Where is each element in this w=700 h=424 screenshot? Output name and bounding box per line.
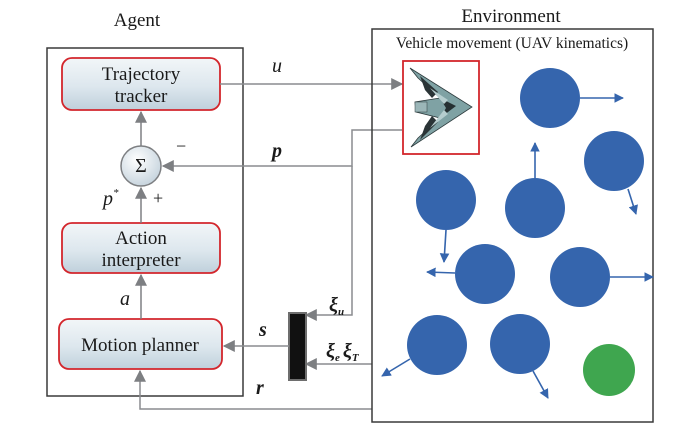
trajectory-tracker-label-line2: tracker bbox=[115, 86, 168, 107]
obstacle-2 bbox=[584, 131, 644, 191]
plus-sign: + bbox=[153, 188, 163, 208]
environment-title: Environment bbox=[461, 6, 561, 27]
r-label: r bbox=[256, 377, 264, 399]
obstacle-8-velocity-arrow bbox=[532, 370, 549, 399]
obstacle-7 bbox=[407, 315, 467, 375]
obstacles-layer bbox=[381, 68, 654, 399]
arrow-r-reward bbox=[134, 369, 372, 410]
p-label: p bbox=[270, 140, 282, 162]
sum-junction[interactable]: Σ bbox=[120, 145, 162, 187]
obstacle-4-velocity-arrow bbox=[439, 229, 450, 263]
action-interpreter-block[interactable]: Action interpreter bbox=[61, 222, 221, 274]
u-label: u bbox=[272, 55, 282, 77]
p-star-label: p* bbox=[101, 187, 119, 210]
environment-frame bbox=[371, 28, 654, 423]
xi-u-label: ξu bbox=[329, 294, 344, 318]
obstacle-7-velocity-arrow bbox=[381, 358, 411, 377]
arrow-xi-u bbox=[304, 166, 353, 321]
goal-target bbox=[583, 344, 635, 396]
obstacle-3 bbox=[505, 178, 565, 238]
agent-frame bbox=[46, 47, 244, 397]
s-label: s bbox=[258, 319, 267, 341]
obstacle-2-velocity-arrow bbox=[627, 188, 638, 215]
environment-subtitle: Vehicle movement (UAV kinematics) bbox=[396, 35, 628, 52]
sum-symbol: Σ bbox=[135, 155, 147, 177]
obstacle-6 bbox=[550, 247, 610, 307]
trajectory-tracker-label-line1: Trajectory bbox=[102, 64, 181, 85]
minus-sign: − bbox=[176, 136, 186, 156]
arrow-p-feedback bbox=[161, 129, 402, 172]
agent-title: Agent bbox=[114, 10, 161, 31]
uav-flying-wing-icon bbox=[409, 67, 473, 148]
mux-block[interactable] bbox=[288, 312, 307, 381]
obstacle-1 bbox=[520, 68, 580, 128]
obstacle-5 bbox=[455, 244, 515, 304]
obstacle-4 bbox=[416, 170, 476, 230]
action-interpreter-label-line1: Action bbox=[115, 228, 167, 249]
action-interpreter-label-line2: interpreter bbox=[101, 250, 181, 271]
motion-planner-block[interactable]: Motion planner bbox=[58, 318, 223, 370]
motion-planner-label: Motion planner bbox=[81, 335, 199, 356]
obstacle-5-velocity-arrow bbox=[426, 267, 456, 278]
uav-vehicle[interactable] bbox=[402, 60, 480, 155]
a-label: a bbox=[120, 288, 130, 310]
trajectory-tracker-block[interactable]: Trajectory tracker bbox=[61, 57, 221, 111]
obstacle-8 bbox=[490, 314, 550, 374]
